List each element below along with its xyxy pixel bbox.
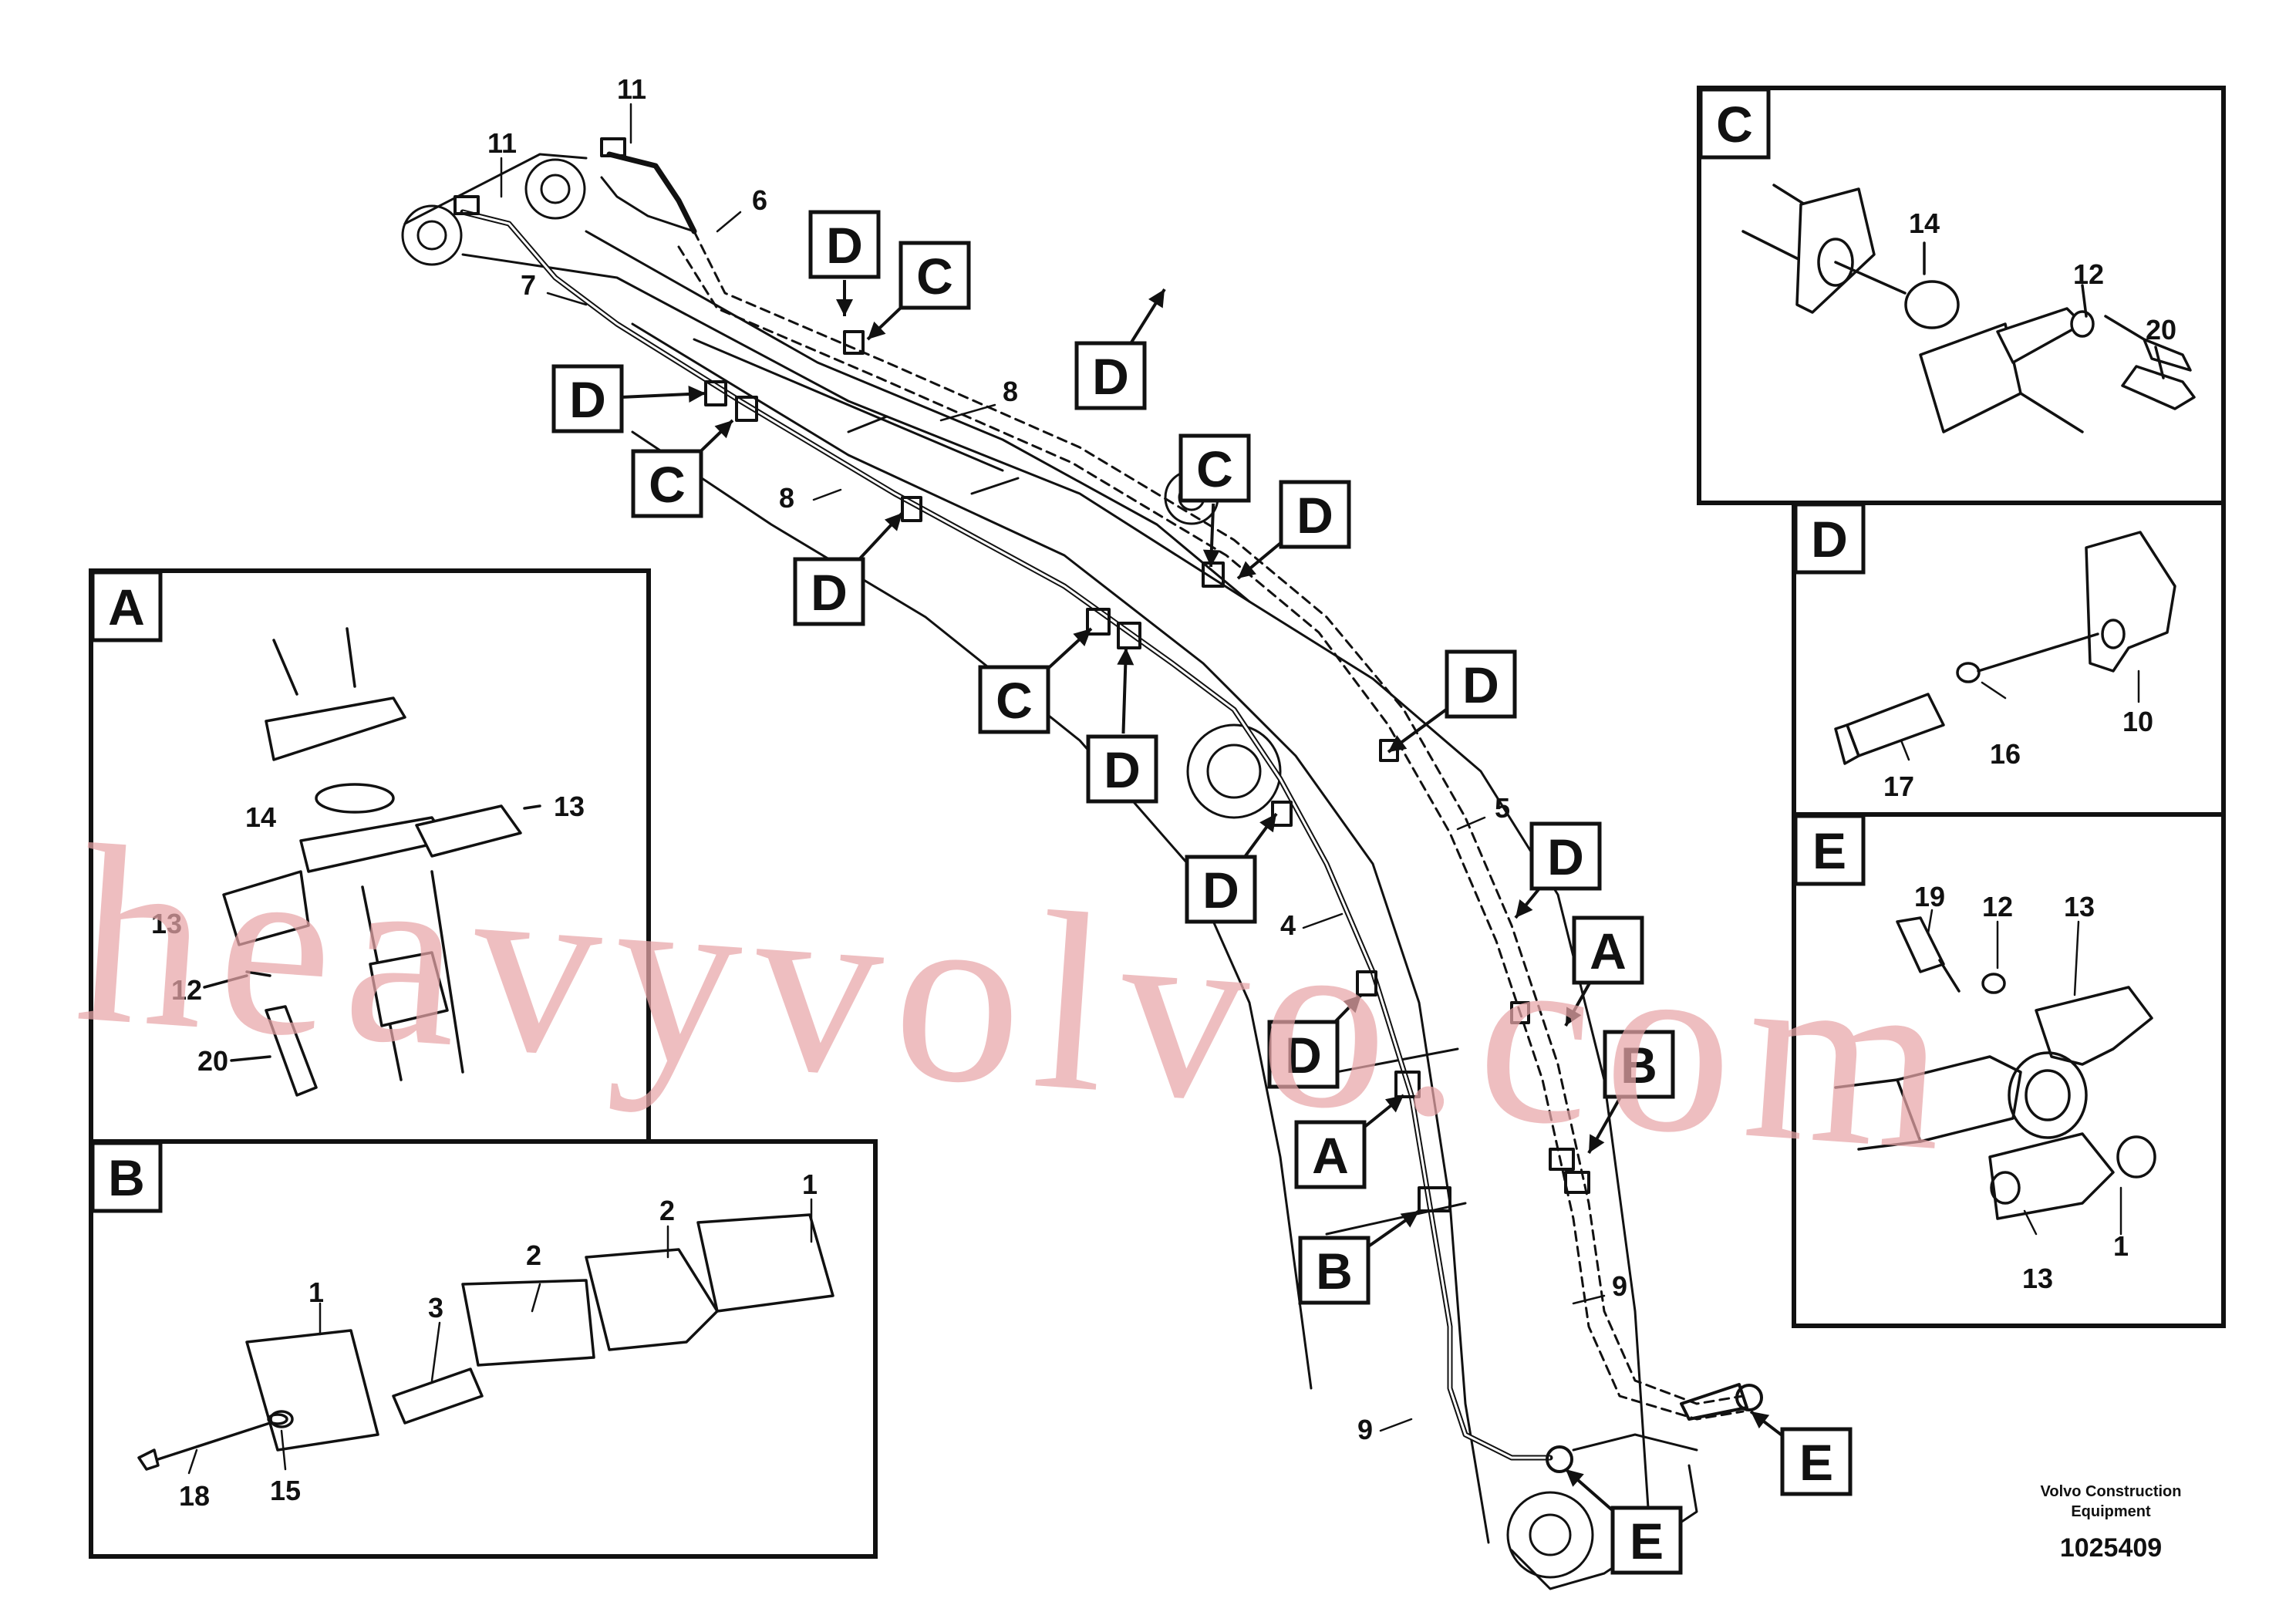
detail-a-part-20: 20 <box>197 1045 228 1077</box>
detail-d: D 10 16 17 <box>1792 501 2226 817</box>
callout-e-20: E <box>1564 1468 1683 1575</box>
callout-letter: D <box>1296 487 1333 544</box>
credit-line-1: Volvo Construction <box>2041 1483 2182 1500</box>
leaders <box>500 103 1606 1432</box>
main-labels: 11 11 6 7 8 8 5 4 9 9 <box>487 73 1627 1445</box>
detail-e-part-19: 19 <box>1914 881 1945 912</box>
callout-letter: C <box>1196 440 1233 497</box>
detail-b-part-15: 15 <box>270 1475 301 1506</box>
callout-a-15: A <box>1564 916 1644 1027</box>
callout-letter: D <box>1092 348 1129 405</box>
detail-a-part-13-top: 13 <box>554 791 585 822</box>
detail-d-part-16: 16 <box>1990 738 2021 770</box>
callout-c-4: C <box>631 419 734 518</box>
callout-d-11: D <box>1387 649 1517 754</box>
detail-e-letter: E <box>1812 822 1846 879</box>
label-9-right: 9 <box>1612 1270 1627 1302</box>
callout-letter: A <box>1590 922 1627 980</box>
label-6: 6 <box>752 184 767 216</box>
callout-letter: D <box>1202 862 1239 919</box>
callout-letter: D <box>826 217 863 274</box>
detail-a-part-13-left: 13 <box>151 908 182 939</box>
callout-c-2: C <box>866 241 971 341</box>
detail-b-part-2-left: 2 <box>526 1239 541 1271</box>
callout-letter: D <box>811 564 848 621</box>
detail-e-part-12: 12 <box>1982 891 2013 922</box>
callout-letter: D <box>1462 656 1499 713</box>
detail-a: A 13 14 13 12 20 <box>89 568 651 1144</box>
callout-d-14: D <box>1267 993 1363 1089</box>
callout-letter: B <box>1620 1037 1657 1094</box>
detail-b-part-18: 18 <box>179 1480 210 1512</box>
callout-letter: E <box>1630 1512 1664 1570</box>
label-11-left: 11 <box>487 127 517 159</box>
label-5: 5 <box>1495 792 1510 824</box>
callout-c-9: C <box>978 627 1093 734</box>
label-8-upper: 8 <box>1003 376 1018 407</box>
callout-b-17: B <box>1587 1030 1675 1154</box>
credit-block: Volvo Construction Equipment 1025409 <box>2041 1483 2182 1563</box>
hose-lines-inner <box>462 211 1550 1459</box>
end-fittings <box>1546 1383 1763 1473</box>
callout-a-16: A <box>1294 1094 1405 1189</box>
detail-c-letter: C <box>1716 96 1753 153</box>
callout-letter: B <box>1316 1243 1353 1300</box>
callout-e-19: E <box>1749 1410 1853 1496</box>
hidden-hose <box>677 230 1745 1421</box>
label-8-lower: 8 <box>779 482 794 514</box>
label-9-left: 9 <box>1357 1414 1373 1445</box>
label-7: 7 <box>521 269 536 301</box>
detail-a-part-14: 14 <box>245 801 276 833</box>
detail-b-part-1-right: 1 <box>802 1168 818 1200</box>
detail-e-part-13-top: 13 <box>2064 891 2095 922</box>
callout-d-6: D <box>1074 288 1166 410</box>
callout-letter: D <box>1104 741 1141 798</box>
callout-d-13: D <box>1514 821 1602 919</box>
detail-b: B 1 2 2 1 3 18 15 <box>89 1139 878 1559</box>
detail-c: C 14 12 20 <box>1697 86 2226 505</box>
label-11-top: 11 <box>617 73 646 105</box>
detail-b-letter: B <box>108 1149 145 1206</box>
detail-a-letter: A <box>108 578 145 636</box>
detail-d-part-17: 17 <box>1883 771 1914 802</box>
hose-lines <box>460 151 1553 1461</box>
callout-letter: D <box>1547 828 1584 885</box>
callout-letter: C <box>649 456 686 513</box>
drawing-number: 1025409 <box>2060 1533 2162 1563</box>
detail-c-part-20: 20 <box>2146 314 2176 346</box>
detail-b-part-1-left: 1 <box>308 1276 324 1308</box>
callout-c-7: C <box>1178 433 1251 568</box>
callout-letter: C <box>996 672 1033 729</box>
detail-e-part-1: 1 <box>2113 1230 2129 1262</box>
detail-d-letter: D <box>1811 511 1848 568</box>
callout-b-18: B <box>1298 1209 1421 1305</box>
callout-letter: A <box>1312 1127 1349 1184</box>
detail-c-part-14: 14 <box>1909 207 1940 239</box>
credit-line-2: Equipment <box>2071 1503 2151 1520</box>
detail-e: E 19 12 13 1 13 <box>1792 812 2226 1328</box>
detail-a-part-12: 12 <box>171 974 202 1006</box>
detail-e-part-13-bottom: 13 <box>2022 1263 2053 1294</box>
detail-c-part-12: 12 <box>2073 258 2104 290</box>
callout-d-3: D <box>551 364 706 433</box>
callout-letter: E <box>1799 1434 1833 1491</box>
callout-letter: D <box>569 371 606 428</box>
callout-letter: D <box>1285 1027 1322 1084</box>
callout-d-12: D <box>1185 812 1278 924</box>
callout-d-5: D <box>793 511 904 626</box>
callout-d-8: D <box>1236 480 1351 580</box>
hose-clamps <box>453 137 1590 1212</box>
callout-d-1: D <box>808 210 881 316</box>
detail-b-part-2-right: 2 <box>659 1195 675 1226</box>
callout-d-10: D <box>1086 647 1158 804</box>
detail-b-part-3: 3 <box>428 1292 443 1324</box>
label-4: 4 <box>1280 909 1296 941</box>
callout-letter: C <box>916 248 953 305</box>
detail-d-part-10: 10 <box>2122 706 2153 737</box>
